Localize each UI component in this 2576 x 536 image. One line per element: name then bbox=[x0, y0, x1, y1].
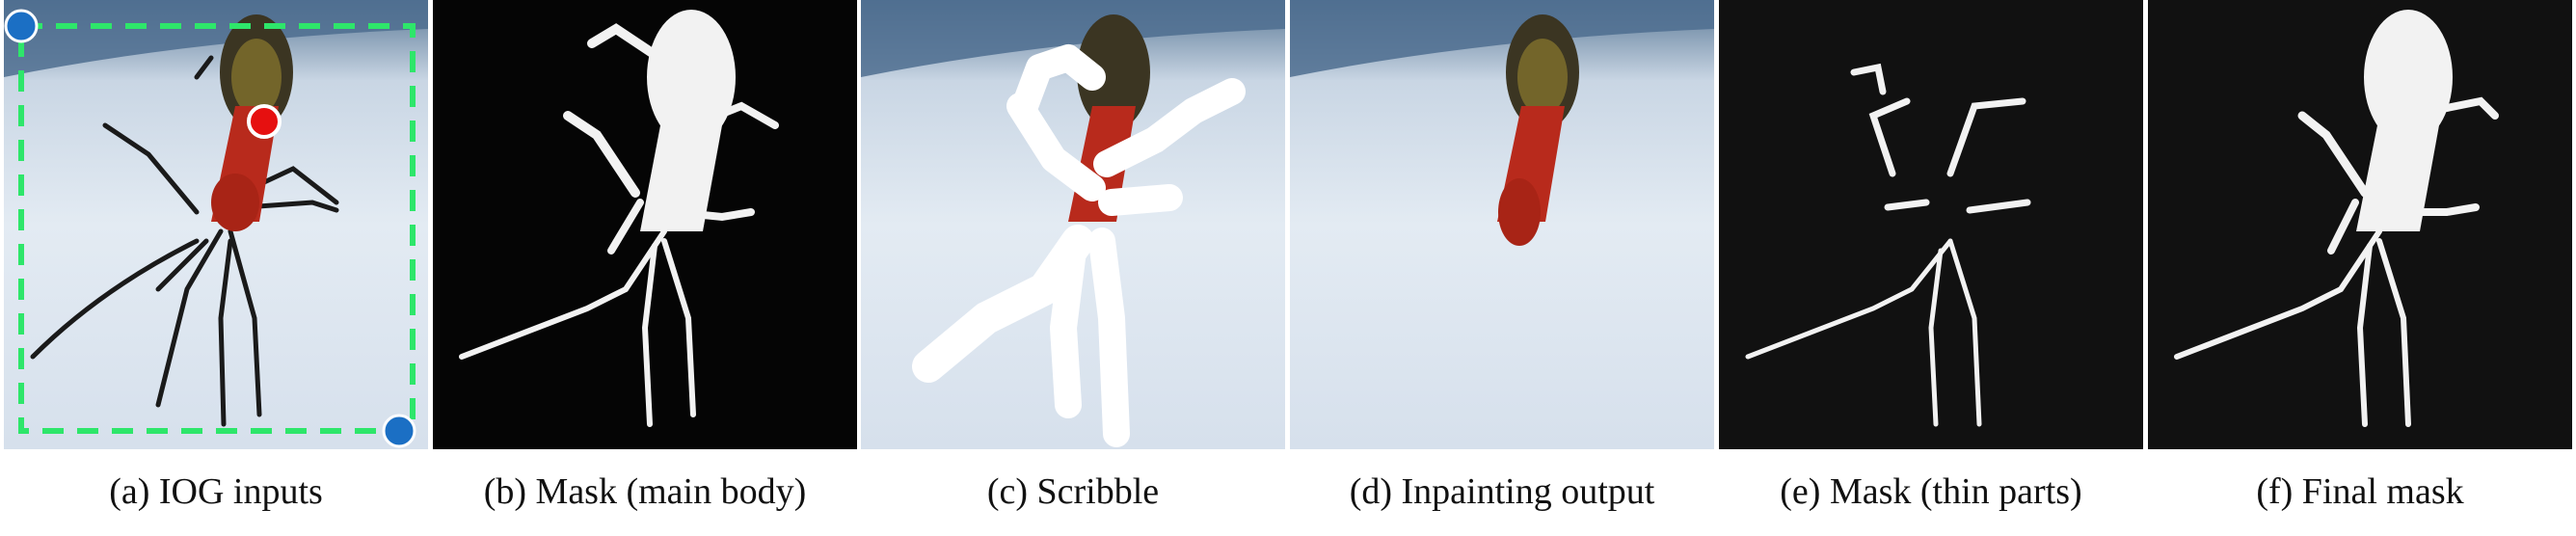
corner-point-bottom-right bbox=[382, 414, 416, 448]
mask-thin-parts-image bbox=[1719, 0, 2143, 449]
scribble-image bbox=[861, 0, 1285, 449]
mask-main-body-image bbox=[433, 0, 857, 449]
panel-iog-inputs bbox=[4, 0, 428, 449]
panel-scribble bbox=[861, 0, 1285, 449]
panel-mask-main-body bbox=[433, 0, 857, 449]
caption-f: (f) Final mask bbox=[2256, 471, 2464, 512]
bounding-box bbox=[18, 23, 416, 434]
panel-final-mask bbox=[2148, 0, 2572, 449]
corner-point-top-left bbox=[4, 9, 39, 43]
iog-inputs-image bbox=[4, 0, 428, 449]
click-point bbox=[247, 104, 282, 139]
panel-mask-thin-parts bbox=[1719, 0, 2143, 449]
caption-b: (b) Mask (main body) bbox=[483, 471, 807, 512]
inpainting-output-image bbox=[1290, 0, 1714, 449]
caption-a: (a) IOG inputs bbox=[109, 471, 323, 512]
caption-c: (c) Scribble bbox=[986, 471, 1160, 512]
caption-d: (d) Inpainting output bbox=[1349, 471, 1655, 512]
caption-e: (e) Mask (thin parts) bbox=[1780, 471, 2082, 512]
panel-inpainting-output bbox=[1290, 0, 1714, 449]
scribble-strokes bbox=[912, 44, 1246, 447]
iog-overlay bbox=[4, 9, 416, 448]
final-mask-image bbox=[2148, 0, 2572, 449]
